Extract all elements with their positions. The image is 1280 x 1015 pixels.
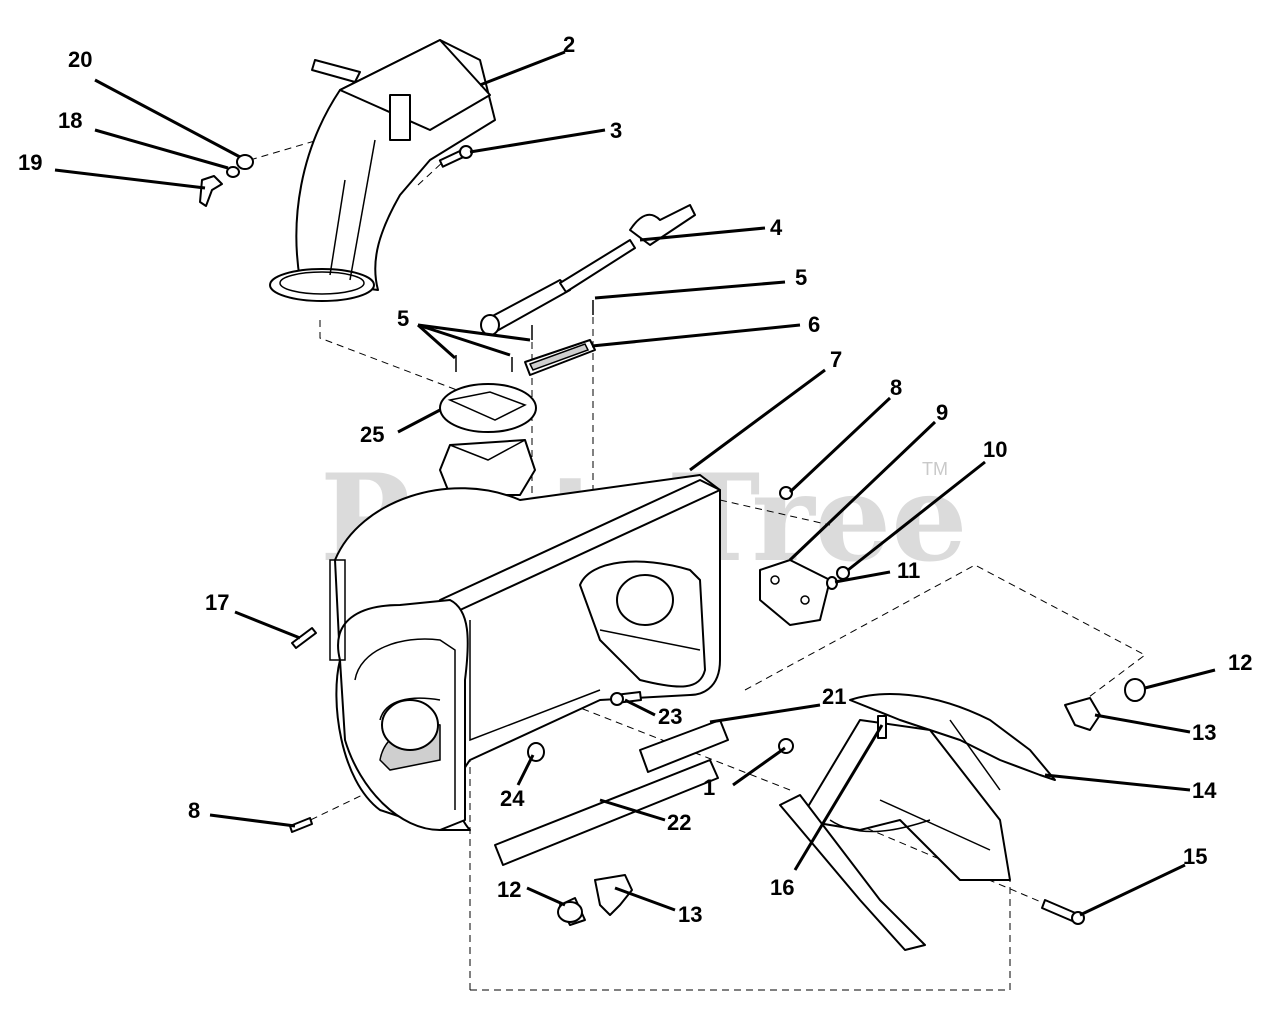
shave-plate-21 (639, 719, 729, 773)
callout-8-upper: 8 (890, 375, 902, 400)
callout-labels: 20 2 18 3 19 4 5 5 6 25 7 8 9 10 11 17 1… (18, 32, 1252, 927)
auger-assembly (779, 693, 1056, 951)
housing-bolt-23 (610, 691, 642, 706)
auger-bolt (1041, 899, 1085, 925)
upper-bushing-flange (1064, 678, 1146, 731)
callout-2: 2 (563, 32, 575, 57)
callout-22: 22 (667, 810, 691, 835)
callout-6: 6 (808, 312, 820, 337)
callout-15: 15 (1183, 844, 1207, 869)
bearing-housing-plate (759, 559, 831, 626)
callout-5-left: 5 (397, 306, 409, 331)
callout-24: 24 (500, 786, 525, 811)
callout-21: 21 (822, 684, 846, 709)
callout-13-lower: 13 (678, 902, 702, 927)
callout-12-upper: 12 (1228, 650, 1252, 675)
callout-11: 11 (897, 558, 920, 583)
callout-13-upper: 13 (1192, 720, 1216, 745)
callout-25: 25 (360, 422, 384, 447)
housing-bolt-17 (291, 627, 317, 649)
callout-3: 3 (610, 118, 622, 143)
callout-23: 23 (658, 704, 682, 729)
callout-8-lower: 8 (188, 798, 200, 823)
callout-12-lower: 12 (497, 877, 521, 902)
chute-bolt (438, 145, 473, 168)
callout-9: 9 (936, 400, 948, 425)
callout-14: 14 (1192, 778, 1217, 803)
discharge-chute (269, 39, 496, 302)
callout-16: 16 (770, 875, 794, 900)
callout-20: 20 (68, 47, 92, 72)
lower-bushing-flange (557, 874, 633, 926)
svg-text:TM: TM (922, 459, 948, 479)
callout-7: 7 (830, 347, 842, 372)
callout-10: 10 (983, 437, 1007, 462)
housing-bolt-8 (289, 817, 313, 833)
leader-lines (54, 50, 1216, 917)
callout-18: 18 (58, 108, 82, 133)
auger-housing (329, 474, 721, 831)
chute-crank-rod (480, 204, 696, 336)
shave-plate-22 (494, 759, 719, 866)
crank-bracket (524, 339, 596, 376)
callout-17: 17 (205, 590, 229, 615)
plate-hardware (779, 486, 850, 590)
pins (455, 300, 594, 372)
callout-1: 1 (703, 775, 715, 800)
callout-4: 4 (770, 215, 783, 240)
chute-hardware (199, 154, 254, 207)
callout-5-right: 5 (795, 265, 807, 290)
chute-base-ring (439, 383, 537, 496)
callout-19: 19 (18, 150, 42, 175)
